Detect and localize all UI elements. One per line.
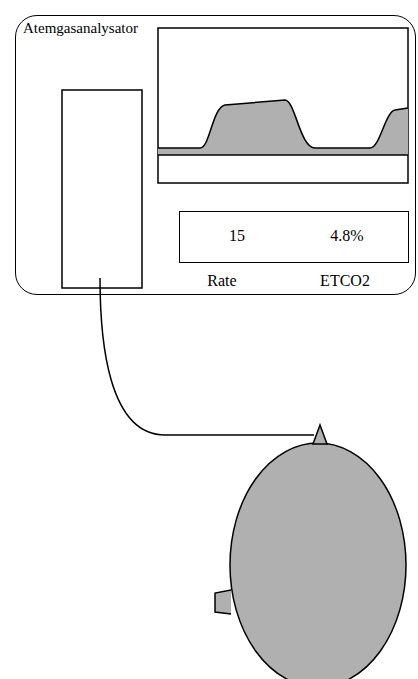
capnogram-curve — [158, 100, 408, 148]
sampling-tube — [100, 278, 314, 435]
parameter-label: ETCO2 — [318, 272, 372, 290]
analyzer-housing: Atemgasanalysator 15 4.8% — [15, 15, 416, 295]
patient-ear — [215, 590, 231, 614]
patient-nose — [313, 425, 327, 444]
device-title: Atemgasanalysator — [23, 20, 138, 37]
sensor-port — [62, 90, 142, 288]
measured-value: 4.8% — [330, 227, 363, 245]
measured-value: 15 — [229, 227, 245, 245]
capnogram-area — [158, 100, 408, 155]
value-display: 15 4.8% — [179, 211, 409, 263]
patient-head — [230, 443, 406, 679]
parameter-label: Rate — [205, 272, 238, 290]
display-divider — [158, 154, 408, 156]
waveform-display — [158, 28, 408, 183]
